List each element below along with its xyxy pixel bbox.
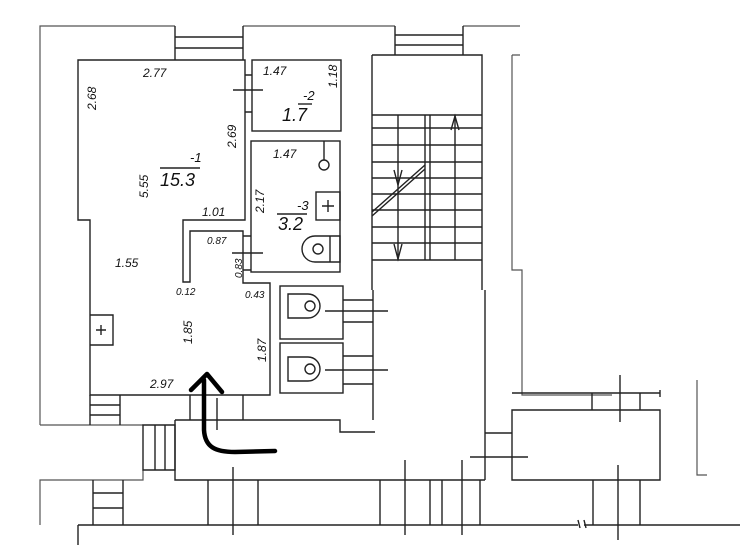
window-top-left: [174, 26, 244, 60]
dim-label: 1.47: [263, 64, 288, 78]
toilet-icon: [301, 235, 341, 263]
toilet-icon: [287, 356, 321, 382]
room-2-walls: [251, 59, 342, 132]
room-1-walls: [77, 59, 271, 396]
room-area: 3.2: [278, 214, 303, 234]
room-number: -3: [297, 198, 309, 213]
dim-label: 2.97: [149, 377, 175, 391]
dim-label: 5.55: [137, 174, 151, 198]
wc-cubicles: [279, 285, 388, 420]
room-area: 1.7: [282, 105, 308, 125]
dim-label: 2.17: [253, 188, 267, 214]
room-number: -2: [303, 88, 315, 103]
dim-label: 1.01: [202, 205, 225, 219]
dim-label: 1.87: [255, 337, 269, 362]
dim-label: 1.18: [326, 64, 340, 88]
room-1-label: -1 15.3: [160, 150, 202, 190]
dim-label: 0.87: [207, 236, 227, 247]
staircase: [371, 54, 483, 290]
toilet-icon: [287, 293, 321, 319]
dim-label: 1.55: [115, 256, 139, 270]
dim-label: 2.68: [85, 86, 99, 111]
room-area: 15.3: [160, 170, 195, 190]
dim-label: 1.47: [273, 147, 298, 161]
shower-icon: [315, 191, 341, 221]
dim-label: 1.85: [181, 320, 195, 344]
sink-icon: [318, 159, 330, 171]
hand-drawn-arrow: [188, 371, 278, 455]
room-3-label: -3 3.2: [277, 198, 309, 234]
outer-walls: [39, 25, 740, 545]
radiator-icon: [96, 325, 106, 335]
direction-arrow-icon: [393, 113, 460, 262]
lower-structure: [89, 290, 661, 540]
dim-label: 2.69: [225, 124, 239, 149]
dim-label: 0.12: [176, 287, 196, 298]
room-2-label: -2 1.7: [282, 88, 315, 125]
dim-label: 2.77: [142, 66, 168, 80]
window-top-stair: [394, 26, 464, 55]
dim-label: 0.43: [245, 290, 265, 301]
room-3-walls: [232, 140, 341, 273]
dim-label: 0.83: [234, 258, 245, 278]
dimension-labels: 2.77 2.68 2.69 5.55 1.01 1.55 0.12 1.85 …: [85, 64, 340, 391]
room-number: -1: [190, 150, 202, 165]
